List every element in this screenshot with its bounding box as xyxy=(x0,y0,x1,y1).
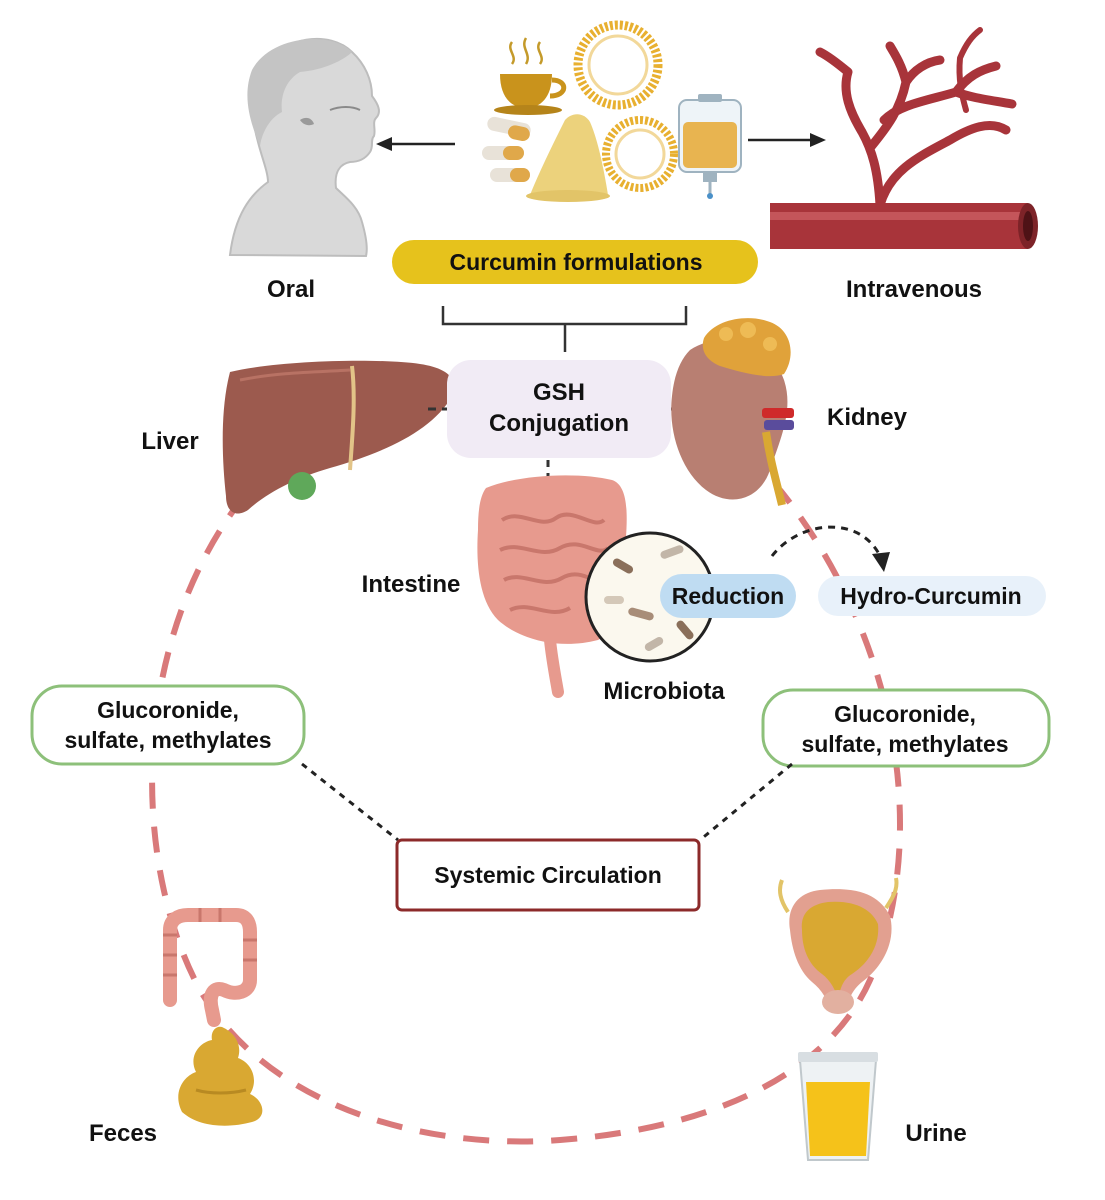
blood-vessel-icon xyxy=(770,27,1038,249)
arrowhead-iv-icon xyxy=(810,133,826,147)
microbiota-label: Microbiota xyxy=(603,678,725,705)
metabolites-left-line1: Glucoronide, xyxy=(97,697,239,723)
gsh-label-line1: GSH xyxy=(533,379,585,406)
circulation-loop-path xyxy=(149,488,903,1145)
reduction-pill xyxy=(660,574,796,618)
hydro-curcumin-pill xyxy=(818,576,1046,616)
gsh-label-line2: Conjugation xyxy=(489,410,629,437)
human-head-icon xyxy=(228,38,380,258)
liver-label: Liver xyxy=(141,428,198,455)
iv-bag-icon xyxy=(678,94,742,199)
intestine-label: Intestine xyxy=(362,571,461,598)
systemic-circulation-box xyxy=(395,838,701,912)
right-metabolites-connector xyxy=(699,762,793,842)
powder-pile-icon xyxy=(526,114,610,202)
metabolites-right-line2: sulfate, methylates xyxy=(801,731,1008,757)
gsh-conjugation-box xyxy=(447,360,671,458)
kidney-label: Kidney xyxy=(827,404,908,431)
colon-icon xyxy=(163,908,257,1027)
liposome-icon xyxy=(573,20,663,110)
systemic-circulation-label: Systemic Circulation xyxy=(434,862,662,888)
liver-icon xyxy=(222,360,455,514)
urine-label: Urine xyxy=(905,1120,966,1147)
metabolites-box-right xyxy=(761,688,1051,768)
reduction-arrow xyxy=(770,525,882,557)
kidney-icon xyxy=(671,318,794,506)
reduction-arrowhead-icon xyxy=(872,552,890,572)
feces-icon xyxy=(178,1026,263,1126)
feces-label: Feces xyxy=(89,1120,157,1147)
metabolites-right-line1: Glucoronide, xyxy=(834,701,976,727)
curcumin-formulations-label: Curcumin formulations xyxy=(449,249,702,275)
hydro-curcumin-label: Hydro-Curcumin xyxy=(840,583,1021,609)
tea-cup-icon xyxy=(494,37,567,115)
metabolites-left-line2: sulfate, methylates xyxy=(64,727,271,753)
curcumin-formulations-pill xyxy=(392,240,758,284)
urine-cup-icon xyxy=(798,1052,878,1161)
bladder-icon xyxy=(778,877,899,1014)
oral-label: Oral xyxy=(267,276,315,303)
capsules-icon xyxy=(482,116,531,182)
formulations-bracket xyxy=(441,306,688,352)
metabolites-box-left xyxy=(30,684,306,766)
arrowhead-oral-icon xyxy=(376,137,392,151)
reduction-label: Reduction xyxy=(672,583,784,609)
left-metabolites-connector xyxy=(301,762,399,842)
micelle-icon xyxy=(602,116,678,192)
intravenous-label: Intravenous xyxy=(846,276,982,303)
